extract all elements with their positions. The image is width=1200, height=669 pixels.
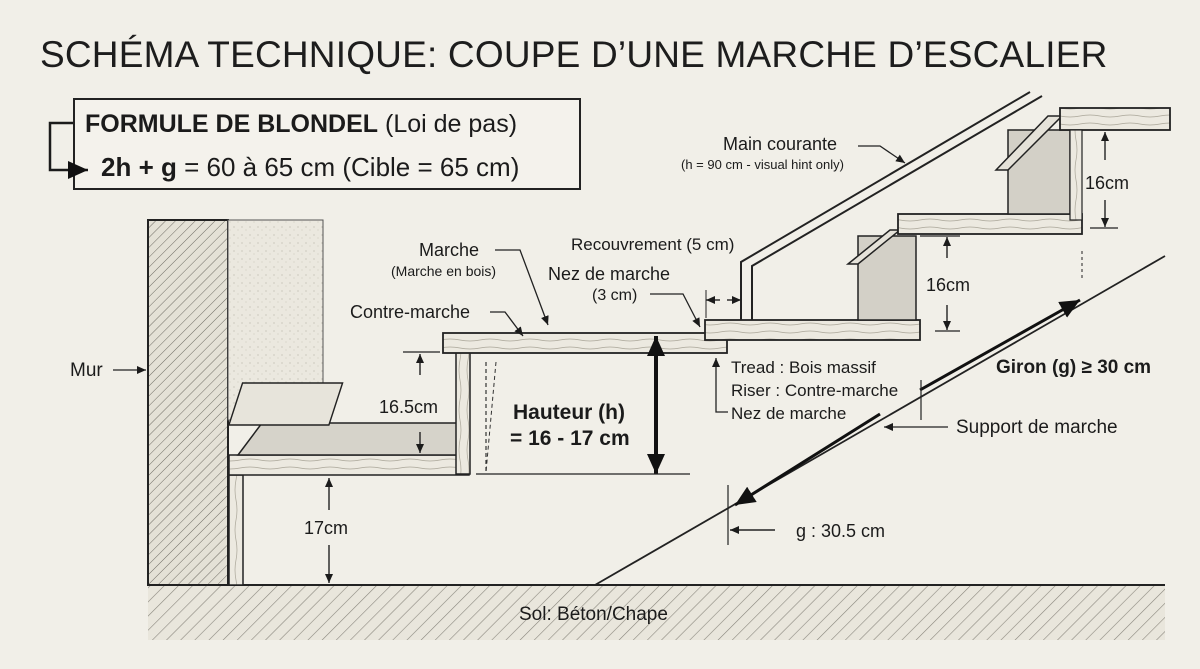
label-nosing: Nez de marche — [548, 264, 670, 284]
label-support: Support de marche — [956, 417, 1118, 438]
label-tread: Marche — [419, 240, 479, 260]
label-tread-sub: (Marche en bois) — [391, 263, 496, 279]
formula-lhs: 2h + g — [101, 152, 177, 182]
top-tread — [1059, 107, 1171, 131]
dim-17: 17cm — [304, 518, 348, 538]
dim-16-mid: 16cm — [926, 275, 970, 295]
wall — [147, 219, 229, 586]
label-nosing-sub: (3 cm) — [592, 287, 637, 304]
label-riser: Contre-marche — [350, 302, 470, 322]
lower-step-tread — [228, 454, 470, 476]
label-height-2: = 16 - 17 cm — [510, 427, 630, 450]
legend-tread: Tread : Bois massif — [731, 358, 876, 377]
lower-step-top-surface — [236, 422, 459, 456]
label-wall: Mur — [70, 360, 103, 381]
formula-box: FORMULE DE BLONDEL (Loi de pas) 2h + g =… — [73, 98, 581, 190]
formula-equation: 2h + g = 60 à 65 cm (Cible = 65 cm) — [101, 152, 519, 183]
formula-rhs: = 60 à 65 cm (Cible = 65 cm) — [184, 152, 520, 182]
page-title: SCHÉMA TECHNIQUE: COUPE D’UNE MARCHE D’E… — [40, 34, 1108, 75]
label-handrail: Main courante — [723, 134, 837, 154]
second-tread — [704, 319, 921, 341]
legend-riser: Riser : Contre-marche — [731, 381, 898, 400]
legend-nosing: Nez de marche — [731, 404, 846, 423]
label-g-value: g : 30.5 cm — [796, 521, 885, 541]
lower-step-nosing — [227, 382, 344, 426]
lower-step-post — [228, 474, 244, 586]
label-height-1: Hauteur (h) — [513, 401, 625, 424]
label-floor: Sol: Béton/Chape — [519, 604, 668, 625]
giron-dimension-arrow — [919, 298, 1081, 392]
label-handrail-sub: (h = 90 cm - visual hint only) — [681, 157, 844, 172]
label-overlap: Recouvrement (5 cm) — [571, 235, 734, 254]
formula-name: FORMULE DE BLONDEL — [85, 110, 379, 138]
dim-16-5: 16.5cm — [379, 397, 438, 417]
lower-riser — [455, 351, 471, 475]
formula-title: FORMULE DE BLONDEL (Loi de pas) — [85, 110, 517, 139]
label-going: Giron (g) ≥ 30 cm — [996, 357, 1151, 378]
dim-16-top: 16cm — [1085, 173, 1129, 193]
main-tread — [442, 332, 728, 354]
formula-connector-arrow — [48, 121, 88, 179]
formula-subtitle: (Loi de pas) — [385, 110, 518, 138]
third-riser — [1007, 129, 1071, 215]
floor-slab — [148, 585, 1165, 640]
